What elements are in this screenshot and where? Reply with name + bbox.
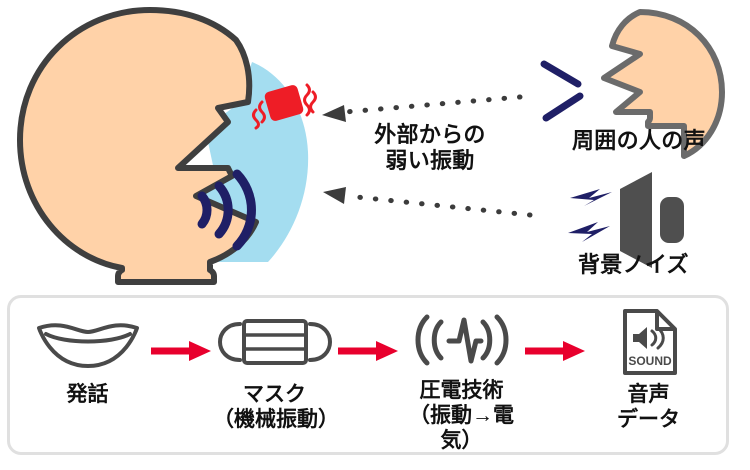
flow-step-mask: マスク （機械振動） xyxy=(213,311,339,439)
piezoelectric-sensor xyxy=(252,83,317,130)
dotted-arrow-upper xyxy=(322,94,523,122)
piezo-waveform-icon xyxy=(409,311,515,369)
flow-step-piezo: 圧電技術 （振動→電気） xyxy=(400,311,523,452)
process-flow-panel: 発話 マスク （機械振動） xyxy=(7,295,729,455)
noise-speaker-icon xyxy=(568,172,684,268)
flow-step-label: 圧電技術 （振動→電気） xyxy=(409,379,514,453)
mouth-icon xyxy=(33,311,143,373)
flow-step-sound-data: SOUND 音声 データ xyxy=(587,309,710,439)
flow-arrow-3 xyxy=(523,338,587,364)
flow-step-label: マスク （機械振動） xyxy=(213,383,339,432)
background-noise-label: 背景ノイズ xyxy=(578,252,689,277)
flow-arrow-2 xyxy=(336,338,400,364)
upper-scene xyxy=(17,7,725,285)
flow-step-label: 音声 データ xyxy=(617,383,680,432)
surrounding-voice-label: 周囲の人の声 xyxy=(572,128,706,153)
sound-file-icon: SOUND xyxy=(619,309,679,375)
flow-step-label: 発話 xyxy=(66,383,109,406)
dotted-arrow-lower xyxy=(323,187,533,218)
flow-step-speech: 発話 xyxy=(26,311,149,439)
weak-vibration-label: 外部からの 弱い振動 xyxy=(374,122,486,173)
voice-sound-waves xyxy=(197,169,256,251)
mask-icon xyxy=(217,311,332,373)
flow-arrow-1 xyxy=(149,338,213,364)
bystander-head xyxy=(601,9,725,159)
sound-badge-text: SOUND xyxy=(628,354,672,368)
bystander-speech-marks xyxy=(540,60,584,122)
speaking-person-head xyxy=(17,7,259,285)
